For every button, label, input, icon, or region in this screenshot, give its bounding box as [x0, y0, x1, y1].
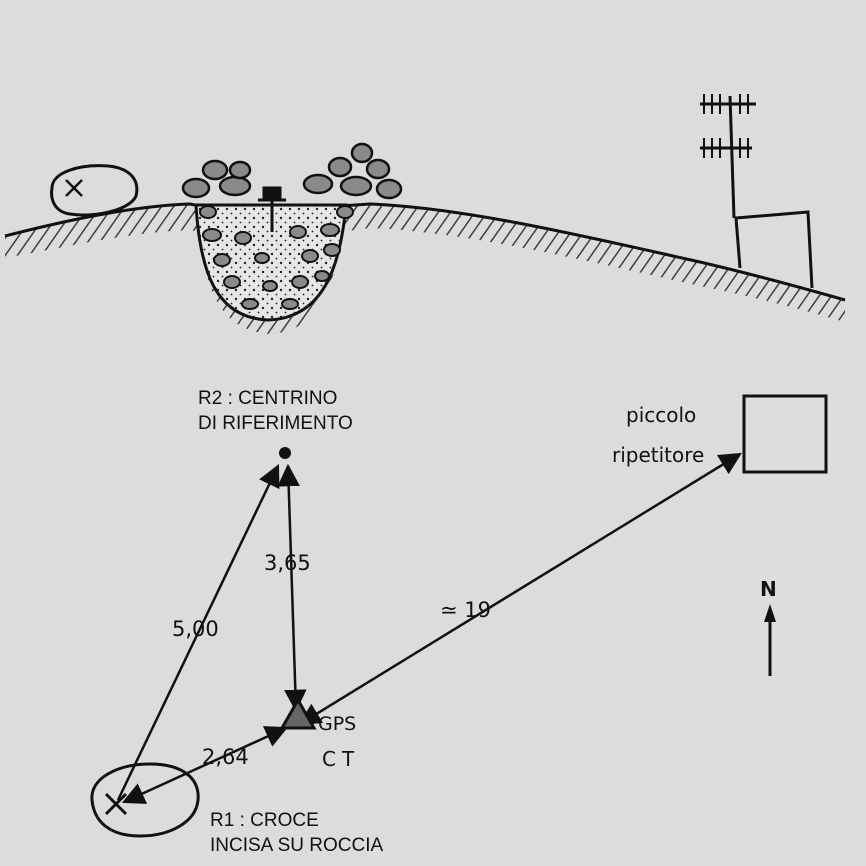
north-arrow-icon — [764, 604, 776, 676]
r2-label-line2: DI RIFERIMENTO — [198, 413, 353, 434]
benchmark-marker — [258, 186, 286, 232]
distance-r1-r2: 5,00 — [172, 617, 219, 641]
repeater-label-line1: piccolo — [626, 403, 696, 427]
rock-with-cross — [50, 164, 139, 217]
line-gps-r2 — [277, 463, 307, 713]
plan-view: R2 : CENTRINO DI RIFERIMENTO R1 : CROCE … — [90, 388, 828, 856]
gps-label-line1: GPS — [318, 713, 356, 735]
r2-point — [279, 447, 291, 459]
ground-hatch — [5, 204, 845, 334]
north-label: N — [760, 577, 777, 601]
stone-pile-right — [302, 142, 403, 200]
terrain-profile — [4, 94, 846, 334]
r1-label-line1: R1 : CROCE — [210, 810, 319, 831]
line-gps-repeater — [298, 452, 742, 726]
r1-cross-mark — [104, 792, 128, 816]
pit-gravel — [196, 205, 346, 320]
distance-gps-repeater: ≃ 19 — [440, 598, 491, 622]
r1-rock — [90, 762, 200, 838]
repeater-box — [742, 394, 828, 474]
distance-r1-gps: 2,64 — [202, 745, 249, 769]
repeater-label-line2: ripetitore — [612, 443, 704, 467]
pit-stones — [199, 205, 354, 310]
stone-pile-left — [181, 159, 252, 199]
gps-label-line2: CT — [322, 747, 360, 771]
gps-station-icon — [279, 696, 317, 730]
line-r1-gps — [121, 726, 289, 804]
distance-gps-r2: 3,65 — [264, 551, 311, 575]
repeater-building — [700, 94, 814, 289]
r1-label-line2: INCISA SU ROCCIA — [210, 835, 383, 856]
r2-label-line1: R2 : CENTRINO — [198, 388, 337, 409]
